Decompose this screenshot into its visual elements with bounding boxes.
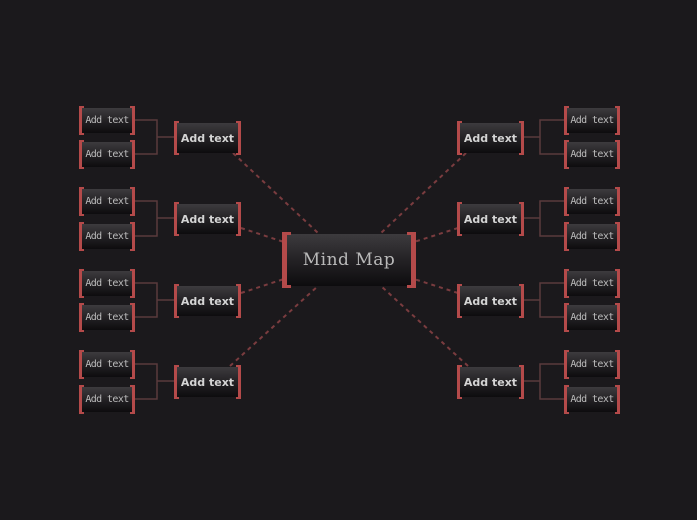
leaf-label: Add text [85, 312, 129, 323]
link-leaves-1 [133, 119, 176, 155]
branch-label: Add text [463, 131, 518, 145]
leaf-label: Add text [85, 359, 129, 370]
branch-label: Add text [180, 212, 235, 226]
leaf-node[interactable]: Add text [564, 106, 620, 135]
leaf-node[interactable]: Add text [564, 222, 620, 251]
link-branch-4 [229, 285, 319, 367]
link-branch-2 [240, 227, 285, 243]
branch-label: Add text [180, 375, 235, 389]
branch-label: Add text [180, 294, 235, 308]
link-leaves-2 [133, 200, 176, 237]
link-branch-8 [380, 285, 469, 367]
link-branch-1 [232, 152, 319, 234]
leaf-label: Add text [570, 115, 614, 126]
link-branch-6 [413, 227, 459, 243]
leaf-label: Add text [85, 149, 129, 160]
leaf-node[interactable]: Add text [79, 303, 135, 332]
branch-node-8[interactable]: Add text [457, 365, 524, 399]
leaf-node[interactable]: Add text [79, 222, 135, 251]
leaf-label: Add text [570, 394, 614, 405]
central-topic-label: Mind Map [302, 250, 396, 270]
branch-label: Add text [463, 212, 518, 226]
leaf-node[interactable]: Add text [79, 350, 135, 379]
branch-node-2[interactable]: Add text [174, 202, 241, 236]
leaf-label: Add text [570, 278, 614, 289]
leaf-node[interactable]: Add text [564, 385, 620, 414]
leaf-label: Add text [85, 115, 129, 126]
leaf-label: Add text [85, 231, 129, 242]
link-leaves-5 [522, 119, 566, 155]
leaf-node[interactable]: Add text [564, 303, 620, 332]
branch-label: Add text [463, 294, 518, 308]
branch-node-5[interactable]: Add text [457, 121, 524, 155]
leaf-node[interactable]: Add text [79, 106, 135, 135]
leaf-node[interactable]: Add text [564, 269, 620, 298]
leaf-label: Add text [570, 312, 614, 323]
link-branch-7 [413, 278, 459, 294]
leaf-label: Add text [570, 231, 614, 242]
leaf-label: Add text [85, 196, 129, 207]
leaf-node[interactable]: Add text [79, 385, 135, 414]
leaf-label: Add text [85, 394, 129, 405]
leaf-label: Add text [85, 278, 129, 289]
branch-node-4[interactable]: Add text [174, 365, 241, 399]
branch-node-3[interactable]: Add text [174, 284, 241, 318]
link-leaves-4 [133, 363, 176, 400]
branch-label: Add text [463, 375, 518, 389]
leaf-node[interactable]: Add text [79, 140, 135, 169]
leaf-label: Add text [570, 196, 614, 207]
leaf-label: Add text [570, 149, 614, 160]
link-leaves-6 [522, 200, 566, 237]
link-leaves-8 [522, 363, 566, 400]
leaf-label: Add text [570, 359, 614, 370]
leaf-node[interactable]: Add text [564, 350, 620, 379]
branch-label: Add text [180, 131, 235, 145]
link-branch-3 [240, 278, 285, 294]
link-leaves-3 [133, 282, 176, 318]
leaf-node[interactable]: Add text [79, 187, 135, 216]
leaf-node[interactable]: Add text [79, 269, 135, 298]
branch-node-7[interactable]: Add text [457, 284, 524, 318]
branch-node-1[interactable]: Add text [174, 121, 241, 155]
central-topic[interactable]: Mind Map [282, 232, 416, 288]
leaf-node[interactable]: Add text [564, 187, 620, 216]
leaf-node[interactable]: Add text [564, 140, 620, 169]
link-branch-5 [380, 152, 467, 234]
link-leaves-7 [522, 282, 566, 318]
branch-node-6[interactable]: Add text [457, 202, 524, 236]
